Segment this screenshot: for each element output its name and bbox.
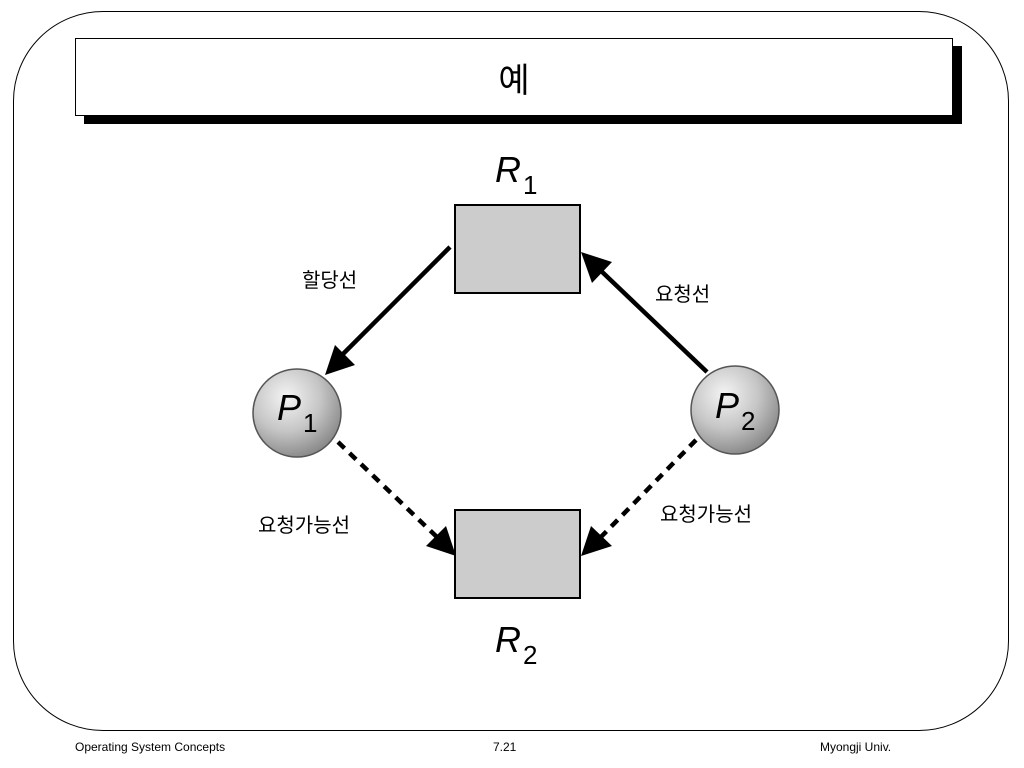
assignment-edge xyxy=(340,245,452,357)
slide-title: 예 xyxy=(498,60,530,101)
process-p2-label: P2 xyxy=(715,385,755,436)
process-p2 xyxy=(690,365,780,455)
footer-university: Myongji Univ. xyxy=(820,740,892,754)
request-edge-label: 요청선 xyxy=(655,282,710,306)
claim-edge-right-arrowhead xyxy=(581,526,612,556)
claim-edge-right-label: 요청가능선 xyxy=(660,502,752,526)
request-edge xyxy=(596,266,709,374)
process-p2-subscript: 2 xyxy=(741,406,755,436)
assignment-edge-label: 할당선 xyxy=(302,268,357,292)
resource-r2-subscript: 2 xyxy=(523,640,537,670)
resource-r2-label: R2 xyxy=(495,619,537,670)
request-edge-arrowhead xyxy=(581,252,612,283)
slide-frame xyxy=(13,11,1009,731)
claim-edge-left-label: 요청가능선 xyxy=(258,513,350,537)
claim-edge-right xyxy=(596,438,698,542)
assignment-edge-arrowhead xyxy=(325,345,355,375)
claim-edge-left-arrowhead xyxy=(426,526,456,556)
title-box: 예 xyxy=(75,38,953,116)
footer-course: Operating System Concepts xyxy=(75,740,226,754)
resource-r1-subscript: 1 xyxy=(523,170,537,200)
resource-r1-label: R1 xyxy=(495,149,537,200)
resource-r1 xyxy=(454,204,581,294)
process-p1 xyxy=(252,368,342,458)
resource-r2 xyxy=(454,509,581,599)
footer-page-number: 7.21 xyxy=(493,740,517,754)
process-p1-subscript: 1 xyxy=(303,408,317,438)
process-p1-label: P1 xyxy=(277,387,317,438)
claim-edge-left xyxy=(336,440,442,542)
